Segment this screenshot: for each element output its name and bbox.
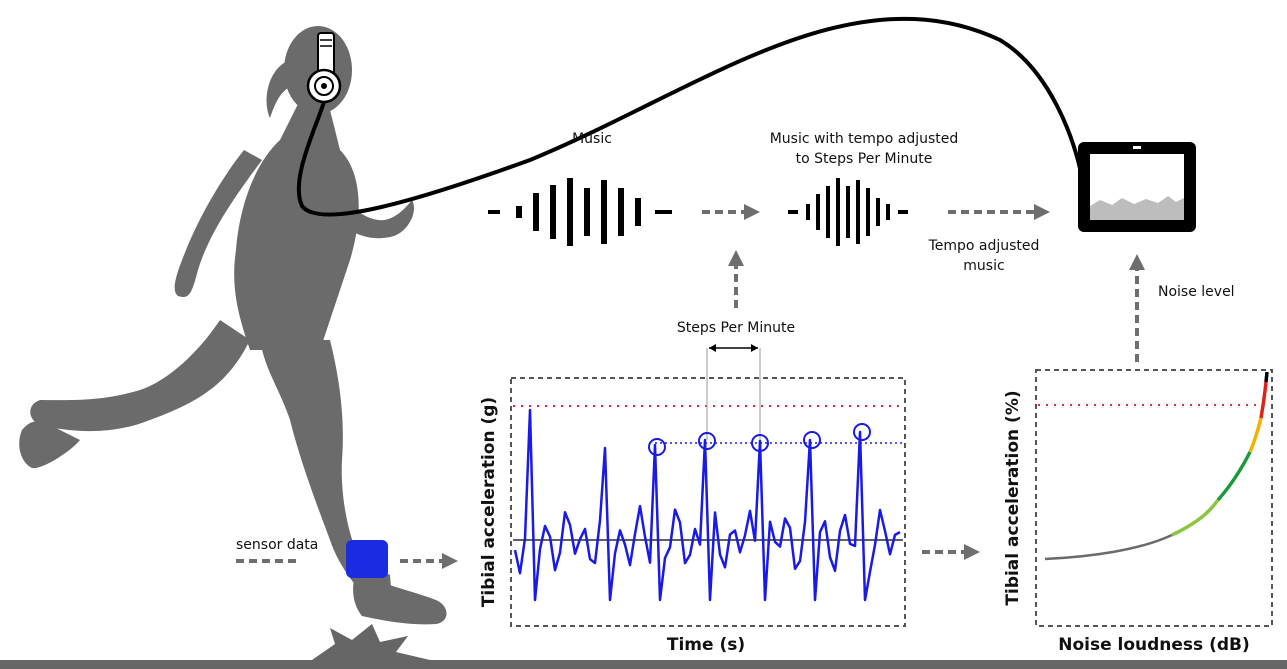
label-music-tempo-2: to Steps Per Minute [796,151,933,167]
noise-mapping-curve [1044,371,1269,561]
tablet-icon [1078,142,1196,232]
curve-segment-red [1259,381,1268,419]
noise-plot-frame [1035,369,1273,627]
noise-plot-xlabel: Noise loudness (dB) [1058,635,1250,655]
runner-figure [19,26,447,625]
detected-peaks [648,423,871,456]
label-tempo-music-1: Tempo adjusted [928,238,1040,254]
accel-plot-frame [510,377,906,627]
curve-segment-yellow [1248,417,1263,453]
tibial-acceleration-signal [513,408,901,602]
headphones-icon [306,32,342,104]
steps-per-minute-guides [706,344,761,440]
impact-burst-icon [312,624,430,660]
curve-segment-lightgreen [1171,498,1220,537]
peak-marker [698,432,716,450]
accel-plot-ylabel: Tibial acceleration (g) [479,397,499,607]
label-noise-level: Noise level [1158,284,1235,300]
label-tempo-music-2: music [963,258,1004,274]
accel-plot-xlabel: Time (s) [667,635,745,655]
curve-segment-green [1216,451,1252,502]
peak-marker [803,431,821,449]
label-music: Music [572,131,612,147]
label-steps-per-minute: Steps Per Minute [677,320,795,336]
peak-marker [853,423,871,441]
curve-segment-black [1264,371,1269,383]
ground-bar [0,660,1287,669]
noise-plot-ylabel: Tibial acceleration (%) [1003,390,1023,605]
tempo-adjusted-waveform [788,178,908,246]
ankle-sensor-icon [346,540,388,578]
label-sensor-data: sensor data [236,537,318,553]
curve-segment-gray [1044,533,1173,561]
peak-marker [751,434,769,452]
headphone-cable [296,16,1084,217]
music-waveform [488,178,672,246]
peak-marker [648,438,666,456]
label-music-tempo-1: Music with tempo adjusted [770,131,959,147]
